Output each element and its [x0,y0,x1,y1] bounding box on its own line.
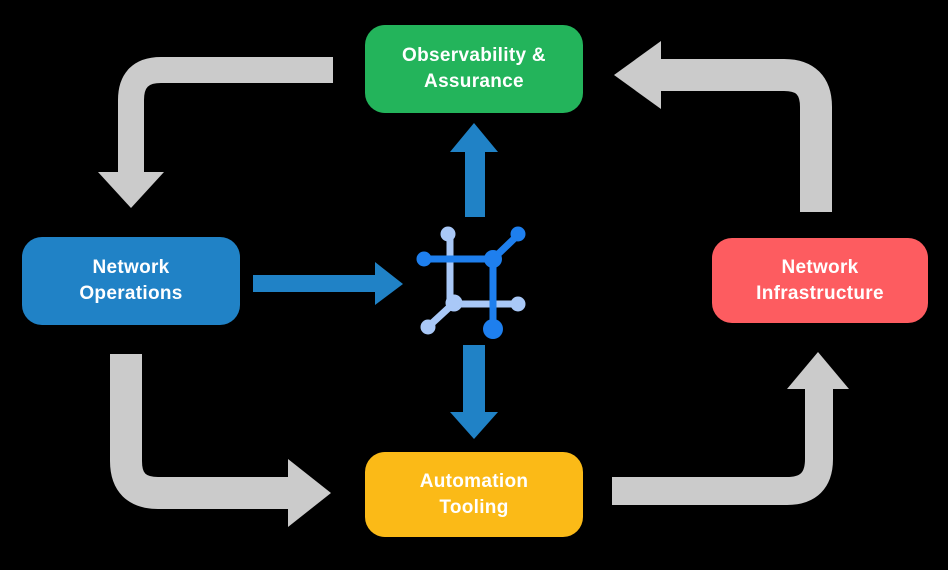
node-observability-assurance-label: Observability & Assurance [402,45,546,92]
arrow-tooling-to-infrastructure-head [787,352,849,389]
icon-junction-bottom-left [445,294,463,312]
icon-node-bottom [483,319,503,339]
arrow-operations-to-center [253,262,403,305]
icon-node-bottom-left [420,319,436,335]
icon-light-parts [420,226,526,335]
arrow-infrastructure-to-observability-head [614,41,661,109]
arrow-operations-to-tooling-shaft [110,354,288,509]
node-network-operations-label: Network Operations [79,257,183,304]
arrow-tooling-to-infrastructure-shaft [612,389,833,505]
node-observability-assurance: Observability & Assurance [365,25,583,113]
icon-node-top-right [510,226,526,242]
arrow-observability-to-operations-head [98,172,164,208]
arrow-center-to-observability [450,123,498,217]
node-automation-tooling-label: Automation Tooling [419,470,529,518]
node-network-infrastructure-label: Network Infrastructure [756,256,884,304]
icon-node-right [510,296,526,312]
arrow-operations-to-tooling [110,354,331,527]
arrow-operations-to-tooling-head [288,459,331,527]
icon-node-top-left [440,226,456,242]
arrow-infrastructure-to-observability [614,41,832,212]
icon-junction-top-right [484,250,502,268]
icon-node-left [416,251,432,267]
arrow-tooling-to-infrastructure [612,352,849,505]
node-network-operations: Network Operations [22,237,240,325]
network-automation-icon [416,226,526,339]
arrow-infrastructure-to-observability-shaft [661,59,832,212]
arrow-observability-to-operations-shaft [118,57,333,174]
node-automation-tooling: Automation Tooling [365,452,583,537]
arrow-observability-to-operations [98,57,333,208]
icon-dark-parts [416,226,526,339]
node-network-infrastructure: Network Infrastructure [712,238,928,323]
arrow-center-to-tooling [450,345,498,439]
